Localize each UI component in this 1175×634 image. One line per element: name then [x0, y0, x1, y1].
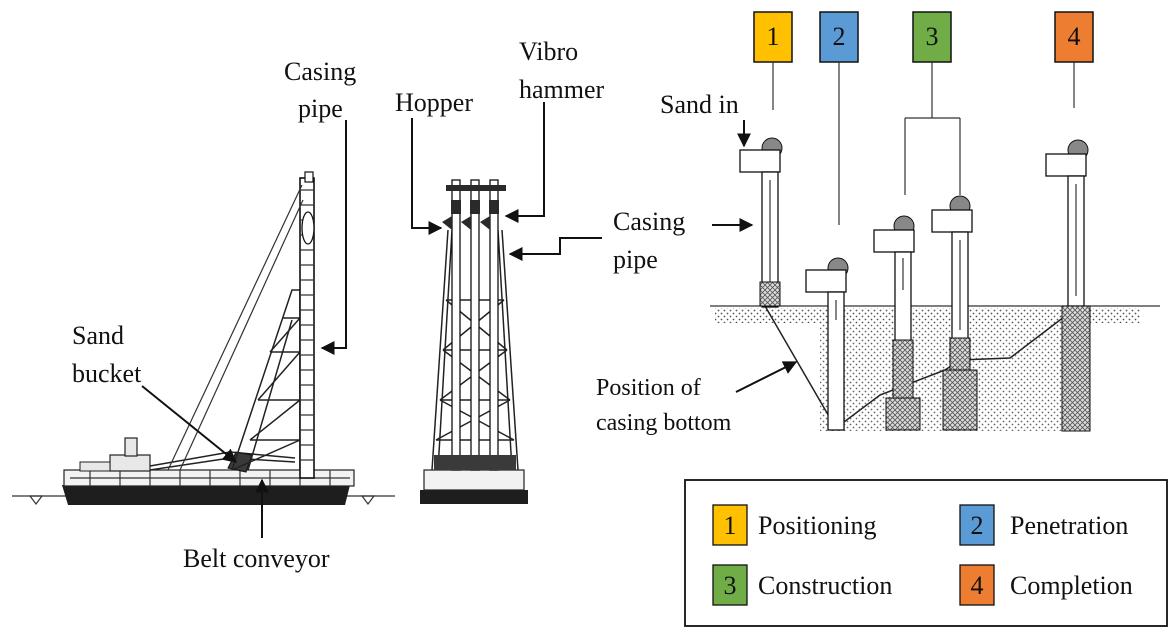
casing-pipe-left-label-line1: Casing: [284, 57, 356, 86]
legend-frame: [684, 479, 1168, 627]
legend-swatch-1: [712, 504, 748, 546]
vibro-hammer-label-line1: Vibro: [519, 37, 578, 66]
sand-bucket-label-line1: Sand: [72, 321, 124, 350]
sand-bucket-label-line2: bucket: [72, 359, 142, 388]
vibro-hammer-label-line2: hammer: [519, 75, 605, 104]
step-badge-2: [819, 11, 859, 63]
legend: 1 Positioning 2 Penetration 3 Constructi…: [684, 479, 1168, 627]
step-badge-4: [1054, 11, 1094, 63]
step-badge-2-number: 2: [833, 22, 846, 51]
legend-swatch-3: [712, 564, 748, 606]
legend-label-positioning: Positioning: [758, 511, 876, 540]
legend-number-1: 1: [724, 511, 737, 540]
legend-label-completion: Completion: [1010, 571, 1133, 600]
belt-conveyor-label: Belt conveyor: [183, 544, 330, 573]
legend-swatch-2: [959, 504, 995, 546]
legend-label-penetration: Penetration: [1010, 511, 1128, 540]
step-badge-1: [753, 11, 793, 63]
step-badge-1-number: 1: [767, 22, 780, 51]
process-cross-section: [710, 137, 1160, 432]
step-badge-4-number: 4: [1068, 22, 1081, 51]
sand-in-label: Sand in: [660, 90, 739, 119]
casing-pipe-mid-label-line2: pipe: [613, 245, 658, 274]
legend-label-construction: Construction: [758, 571, 892, 600]
tower-front-view: [420, 179, 528, 504]
legend-number-4: 4: [971, 571, 984, 600]
casing-pipe-mid-label-line1: Casing: [613, 207, 685, 236]
legend-number-3: 3: [724, 571, 737, 600]
legend-swatch-4: [959, 564, 995, 606]
legend-number-2: 2: [971, 511, 984, 540]
casing-bottom-label-line1: Position of: [596, 375, 701, 401]
sand-compaction-barge: [12, 171, 395, 505]
step-badge-3-number: 3: [926, 22, 939, 51]
hopper-label: Hopper: [395, 88, 473, 117]
casing-bottom-label-line2: casing bottom: [596, 410, 732, 436]
step-badges: 1 2 3 4: [753, 11, 1094, 63]
casing-pipe-left-label-line2: pipe: [298, 94, 343, 123]
